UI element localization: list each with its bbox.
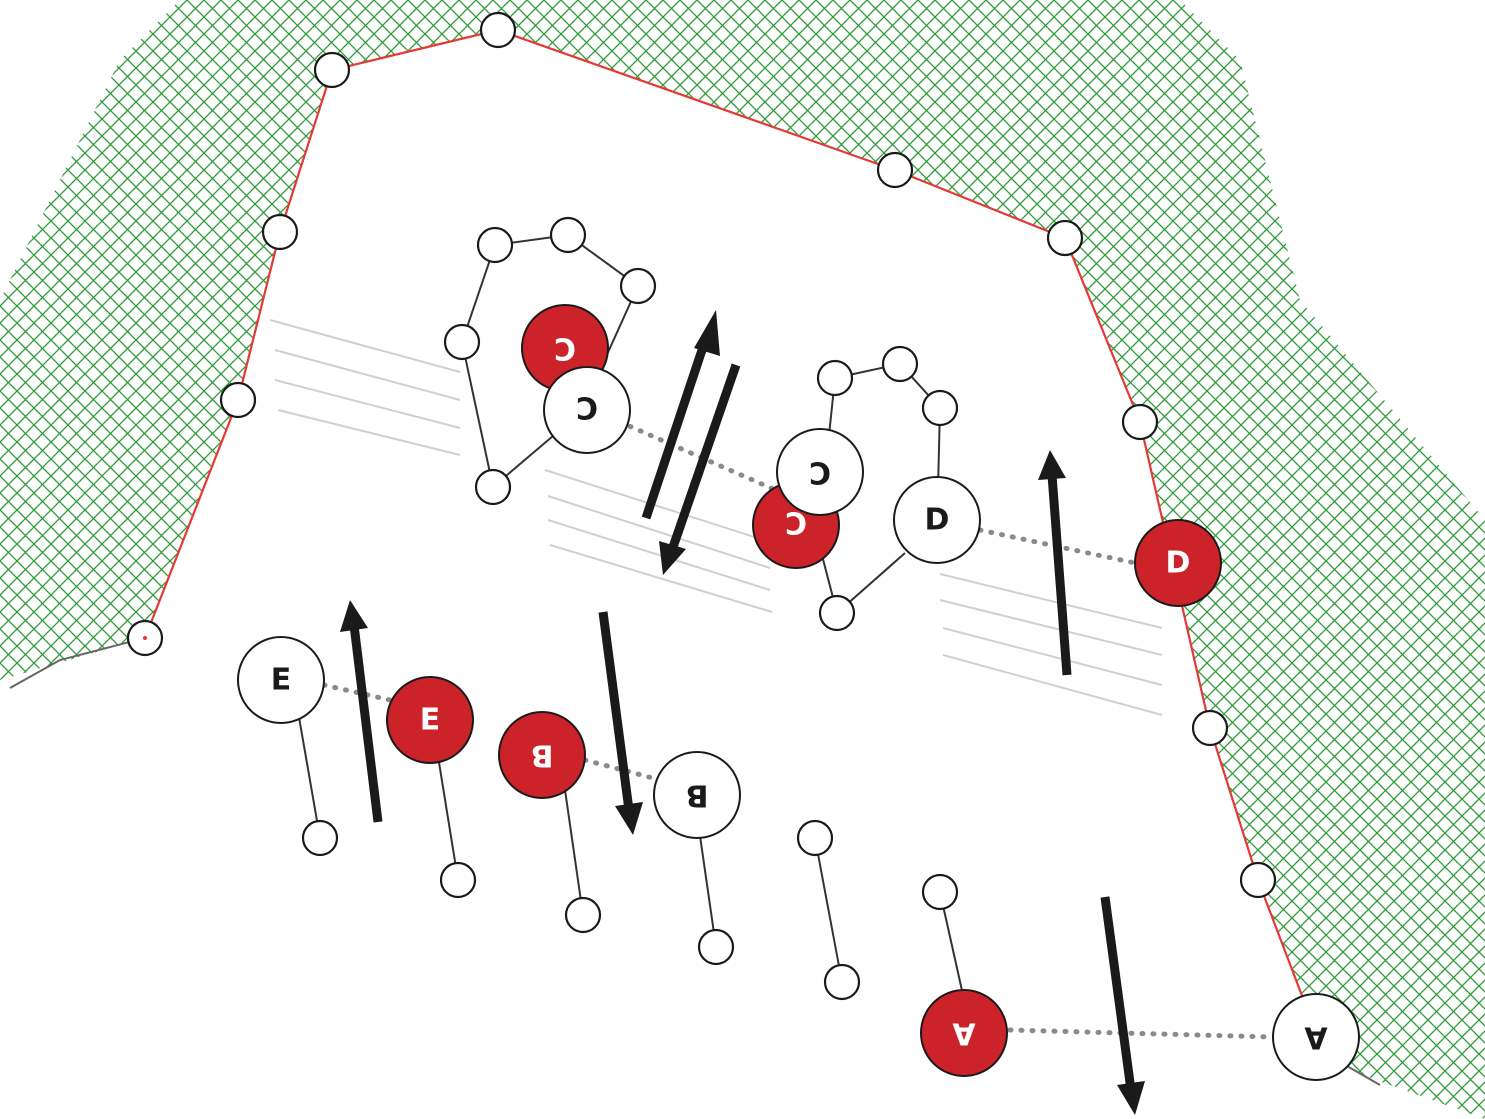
loop-node [619,267,657,305]
boundary-node [261,213,299,251]
loop-node [921,389,959,427]
node-label: A [952,1016,976,1051]
node-a-white: A [1272,993,1360,1081]
arrow-down-3 [1100,896,1136,1091]
arrows [340,310,1145,1115]
loop-node [476,226,514,264]
stem-node [921,873,959,911]
boundary-node-dot [143,636,147,640]
arrow-down-1 [667,363,741,552]
arrow-down-3-head [1117,1081,1145,1115]
boundary-node [1191,709,1229,747]
arrow-up-1 [641,333,712,520]
boundary-node [1121,403,1159,441]
boundary-node [219,381,257,419]
node-label: C [554,331,576,366]
boundary-node [1046,219,1084,257]
boundary-node [479,11,517,49]
arrow-up-2 [1047,474,1072,676]
boundary-node [1239,861,1277,899]
loop-node [443,323,481,361]
node-label: E [271,663,292,698]
node-label: C [809,455,831,490]
node-c-white-main: C [543,366,631,454]
loop-node [881,345,919,383]
stem-node [439,861,477,899]
arrow-up-3 [349,624,383,823]
node-a-red: A [920,989,1008,1077]
arrow-up-2-head [1038,450,1066,480]
node-label: A [1304,1020,1328,1055]
node-d-red: D [1134,519,1222,607]
loop-node [818,594,856,632]
stem-node [564,896,602,934]
arrow-down-2-head [615,802,643,835]
stems [295,699,964,996]
boundary-tail-line [9,637,146,689]
arrow-up-3-head [340,600,368,632]
node-b-white: B [653,751,741,839]
arrow-down-2 [598,611,634,811]
node-label: C [576,393,598,428]
node-e-red: E [386,676,474,764]
loop-node [474,468,512,506]
stem-node [697,928,735,966]
node-c-white-flipped: C [776,428,864,516]
node-d-white: D [893,476,981,564]
node-label: D [925,503,950,538]
stem-node [796,819,834,857]
boundary-node [876,151,914,189]
stem-node [301,819,339,857]
loop-node [549,216,587,254]
arrow-up-1-head [694,310,720,356]
boundary-node [313,51,351,89]
loop-node [816,359,854,397]
small-nodes [126,11,1277,1001]
node-label: B [686,778,709,813]
node-label: B [531,738,554,773]
stem-node [823,963,861,1001]
arrow-down-1-head [659,541,686,575]
stripe-lines [269,319,1163,716]
node-e-white: E [237,636,325,724]
node-label: E [420,703,441,738]
node-label: C [785,508,807,543]
node-label: D [1166,546,1191,581]
node-b-red: B [498,711,586,799]
